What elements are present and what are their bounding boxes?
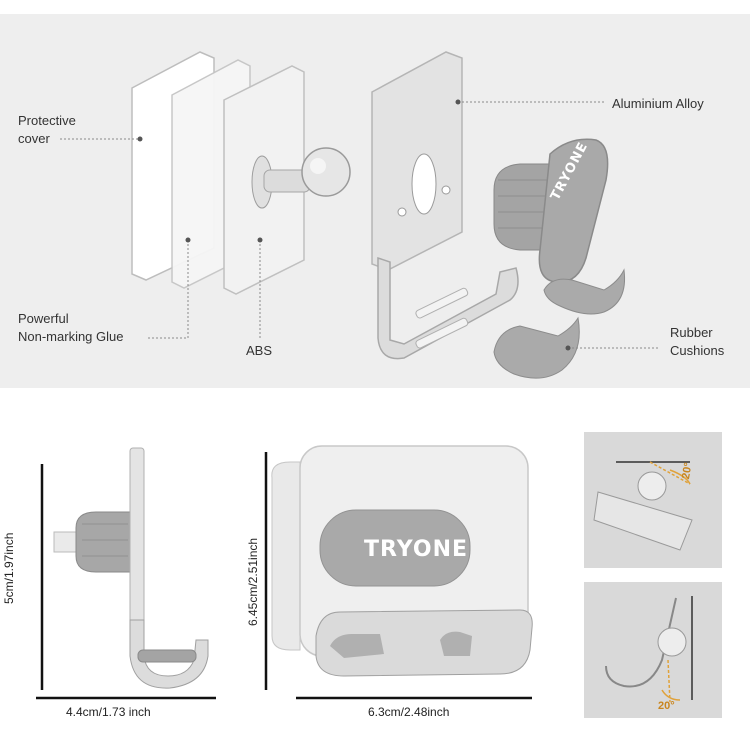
- abs-ball-mount: [251, 147, 351, 209]
- protective-cover-label: Protective cover: [18, 112, 76, 148]
- rubber-label-line1: Rubber: [670, 325, 713, 340]
- rubber-label-line2: Cushions: [670, 343, 725, 358]
- leader-lines: [60, 99, 660, 351]
- angle-detail-bottom: [584, 582, 722, 718]
- glue-label-line1: Powerful: [18, 311, 69, 326]
- glue-label: Powerful Non-marking Glue: [18, 310, 124, 346]
- brand-large: TRYONE: [364, 537, 469, 562]
- aluminium-plate: [371, 51, 519, 360]
- protective-cover-label-line1: Protective: [18, 113, 76, 128]
- magnet-head: [493, 138, 609, 283]
- rubber-cushion-upper: [543, 268, 626, 315]
- rubber-cushions-label: Rubber Cushions: [670, 324, 724, 360]
- aluminium-label: Aluminium Alloy: [612, 96, 704, 111]
- angle-bottom-label: 20°: [658, 700, 675, 712]
- glue-label-line2: Non-marking Glue: [18, 329, 124, 344]
- abs-label: ABS: [246, 343, 273, 358]
- side-width-label: 4.4cm/1.73 inch: [66, 705, 151, 719]
- rubber-cushion-lower: [493, 316, 580, 379]
- front-width-label: 6.3cm/2.48inch: [368, 705, 450, 719]
- protective-cover-label-line2: cover: [18, 131, 50, 146]
